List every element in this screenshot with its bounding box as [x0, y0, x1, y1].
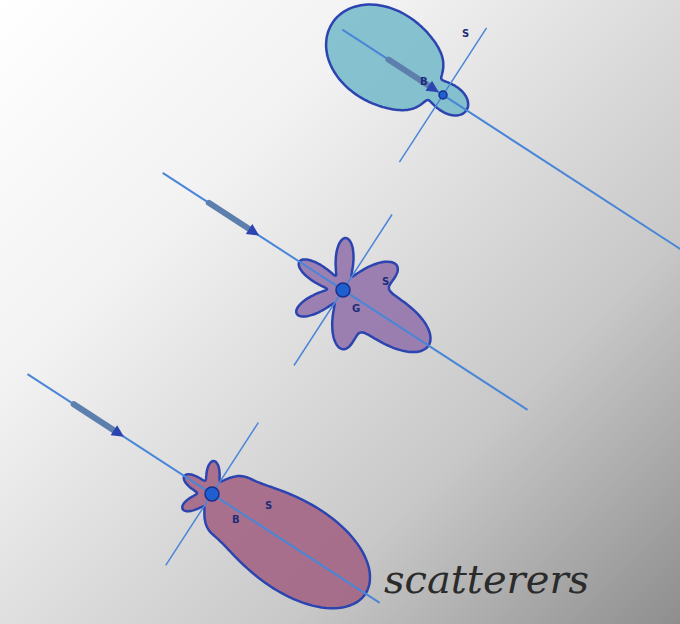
vector-label: G: [352, 303, 360, 314]
arrow-head: [111, 425, 124, 437]
incident-arrow: [209, 203, 251, 230]
caption-word: scatterers: [384, 556, 589, 602]
vector-label: S: [382, 276, 389, 287]
propagation-axis: [163, 173, 528, 410]
pattern-top: [326, 5, 680, 270]
scatterer-dot: [439, 91, 447, 99]
transverse-axis: [294, 215, 392, 366]
incident-arrow: [388, 60, 430, 87]
scatterer-dot: [205, 487, 219, 501]
vector-label: S: [265, 500, 272, 511]
radiation-lobe: [296, 238, 430, 352]
radiation-lobe: [326, 5, 468, 116]
transverse-axis: [399, 28, 486, 162]
arrow-head: [246, 224, 259, 236]
pattern-bottom: [27, 374, 379, 608]
vector-label: S: [462, 28, 469, 39]
vector-label: B: [232, 514, 240, 525]
propagation-axis: [342, 30, 680, 270]
vector-label: B: [420, 76, 428, 87]
transverse-axis: [166, 423, 259, 566]
incident-arrow: [74, 404, 116, 431]
pattern-middle: [163, 173, 528, 410]
propagation-axis: [27, 374, 379, 603]
scatterer-dot: [336, 283, 350, 297]
